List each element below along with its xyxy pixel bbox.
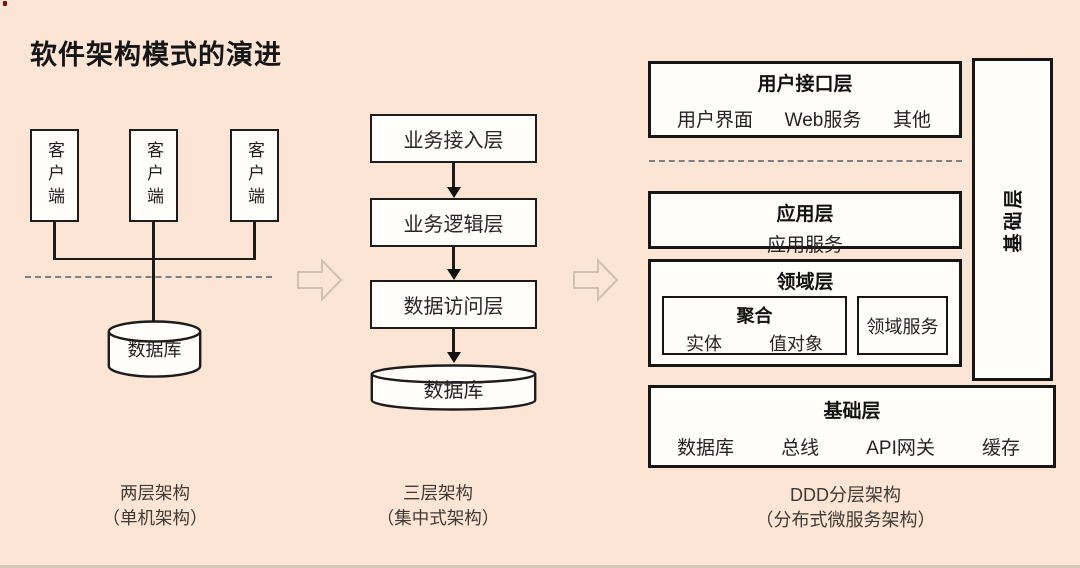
infra-item-api-gateway: API网关 <box>866 438 935 459</box>
corner-dot-artifact <box>3 1 7 6</box>
infra-item-cache: 缓存 <box>981 438 1020 459</box>
evolution-arrow-icon <box>573 258 619 302</box>
domain-service-box: 领域服务 <box>857 296 948 355</box>
ui-layer-box: 用户接口层 用户界面 Web服务 其他 <box>648 61 962 138</box>
infrastructure-items: 数据库 总线 API网关 缓存 <box>651 433 1053 460</box>
aggregate-box: 聚合 实体 值对象 <box>662 296 847 355</box>
application-layer-subtitle: 应用服务 <box>766 235 843 256</box>
application-layer-box: 应用层 应用服务 <box>648 191 962 256</box>
ui-layer-items: 用户界面 Web服务 其他 <box>651 105 959 132</box>
connector-line <box>253 221 256 260</box>
database-label: 数据库 <box>423 379 484 402</box>
ui-item-user-interface: 用户界面 <box>677 110 754 131</box>
client-label: 客户端 <box>45 141 64 210</box>
flow-arrow-head-icon <box>446 269 461 280</box>
client-label: 客户端 <box>144 141 163 210</box>
database-label: 数据库 <box>127 340 182 360</box>
client-box-3: 客户端 <box>230 129 279 222</box>
flow-arrow-line <box>452 163 455 188</box>
database-cylinder <box>107 320 202 378</box>
domain-layer-title: 领域层 <box>776 272 834 293</box>
flow-arrow-head-icon <box>446 187 461 198</box>
tier-separator-dashed-line <box>25 276 272 278</box>
page-title: 软件架构模式的演进 <box>30 40 282 70</box>
database-cylinder <box>370 364 537 411</box>
layer-box-dataaccess: 数据访问层 <box>370 280 537 329</box>
ui-item-other: 其他 <box>892 110 931 131</box>
application-layer-title: 应用层 <box>776 204 834 225</box>
arch3-caption-line1: DDD分层架构 <box>790 485 901 505</box>
arch3-caption: DDD分层架构 （分布式微服务架构） <box>743 483 948 533</box>
client-box-2: 客户端 <box>129 129 178 222</box>
aggregate-items: 实体 值对象 <box>664 330 845 356</box>
infrastructure-side-label: 基础层 <box>1003 186 1025 253</box>
infrastructure-side-bar: 基础层 <box>972 58 1053 381</box>
connector-line <box>152 221 155 322</box>
arch2-caption-line2: （集中式架构） <box>376 508 500 528</box>
evolution-arrow-icon <box>297 258 343 302</box>
arch1-caption-line2: （单机架构） <box>102 508 208 528</box>
ddd-separator-dashed-line <box>649 160 962 162</box>
layer-box-access: 业务接入层 <box>370 114 537 163</box>
ui-layer-title: 用户接口层 <box>757 74 853 95</box>
flow-arrow-line <box>452 329 455 353</box>
connector-line <box>53 221 56 260</box>
layer-box-logic: 业务逻辑层 <box>370 198 537 247</box>
arch1-caption: 两层架构 （单机架构） <box>55 481 255 531</box>
arch3-caption-line2: （分布式微服务架构） <box>755 510 936 530</box>
aggregate-item-entity: 实体 <box>686 334 722 354</box>
client-box-1: 客户端 <box>30 129 79 222</box>
aggregate-title: 聚合 <box>736 306 773 326</box>
infrastructure-layer-title: 基础层 <box>823 401 881 422</box>
infra-item-database: 数据库 <box>677 438 735 459</box>
flow-arrow-line <box>452 247 455 270</box>
infra-item-bus: 总线 <box>781 438 820 459</box>
arch1-caption-line1: 两层架构 <box>120 483 190 503</box>
arch2-caption-line1: 三层架构 <box>403 483 473 503</box>
client-label: 客户端 <box>245 141 264 210</box>
ui-item-web-service: Web服务 <box>784 110 862 131</box>
flow-arrow-head-icon <box>446 352 461 363</box>
infrastructure-layer-box: 基础层 数据库 总线 API网关 缓存 <box>648 385 1056 468</box>
arch2-caption: 三层架构 （集中式架构） <box>338 481 538 531</box>
aggregate-item-value-object: 值对象 <box>769 334 823 354</box>
